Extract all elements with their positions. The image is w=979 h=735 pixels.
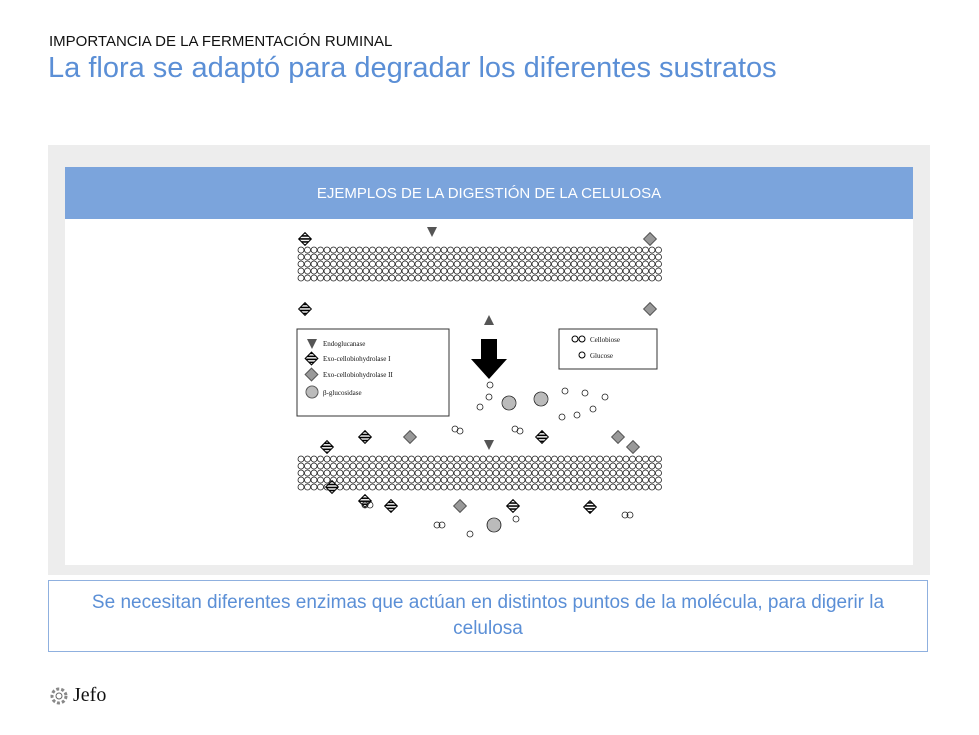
cellobiose-icon <box>578 335 586 343</box>
exo-cellobiohydrolase-1-icon <box>582 499 598 515</box>
cellulose-digestion-diagram: Endoglucanase Exo-cellobiohydrolase I Ex… <box>296 227 662 538</box>
endoglucanase-icon <box>427 227 437 237</box>
exo-cellobiohydrolase-2-icon <box>452 498 468 514</box>
exo-cellobiohydrolase-1-icon <box>357 429 373 445</box>
exo-cellobiohydrolase-1-icon <box>319 439 335 455</box>
exo-cellobiohydrolase-2-icon <box>610 429 626 445</box>
caption-text: Se necesitan diferentes enzimas que actú… <box>91 592 885 639</box>
beta-glucosidase-icon <box>305 385 319 399</box>
legend-exo-1: Exo-cellobiohydrolase I <box>323 355 391 363</box>
beta-glucosidase-icon <box>533 391 549 407</box>
panel-heading: EJEMPLOS DE LA DIGESTIÓN DE LA CELULOSA <box>65 167 913 219</box>
exo-cellobiohydrolase-2-icon <box>402 429 418 445</box>
diagram-panel: EJEMPLOS DE LA DIGESTIÓN DE LA CELULOSA … <box>48 145 930 575</box>
logo-text: Jefo <box>73 684 107 706</box>
exo-cellobiohydrolase-1-icon <box>357 493 373 509</box>
exo-cellobiohydrolase-1-icon <box>383 498 399 514</box>
beta-glucosidase-icon <box>501 395 517 411</box>
slide-title: La flora se adaptó para degradar los dif… <box>48 52 777 84</box>
legend-glucose: Glucose <box>590 352 613 360</box>
legend-exo-2: Exo-cellobiohydrolase II <box>323 371 393 379</box>
exo-cellobiohydrolase-1-icon <box>324 479 340 495</box>
section-kicker: IMPORTANCIA DE LA FERMENTACIÓN RUMINAL <box>49 33 393 50</box>
exo-cellobiohydrolase-1-icon <box>304 351 319 366</box>
legend-cellobiose: Cellobiose <box>590 336 620 344</box>
endoglucanase-icon <box>484 315 494 325</box>
jefo-logo: Jefo <box>48 684 106 707</box>
glucose-icon <box>578 351 586 359</box>
enzyme-legend <box>296 328 450 417</box>
exo-cellobiohydrolase-1-icon <box>505 498 521 514</box>
exo-cellobiohydrolase-2-icon <box>642 231 658 247</box>
exo-cellobiohydrolase-1-icon <box>297 231 313 247</box>
exo-cellobiohydrolase-2-icon <box>642 301 658 317</box>
legend-beta-glucosidase: β-glucosidase <box>323 389 362 397</box>
diagram-card: EJEMPLOS DE LA DIGESTIÓN DE LA CELULOSA … <box>65 167 913 565</box>
legend-endoglucanase: Endoglucanase <box>323 340 365 348</box>
exo-cellobiohydrolase-1-icon <box>297 301 313 317</box>
endoglucanase-icon <box>307 339 317 349</box>
exo-cellobiohydrolase-2-icon <box>304 367 319 382</box>
caption-box: Se necesitan diferentes enzimas que actú… <box>48 580 928 652</box>
endoglucanase-icon <box>484 440 494 450</box>
exo-cellobiohydrolase-2-icon <box>625 439 641 455</box>
product-legend <box>558 328 658 370</box>
down-arrow-icon <box>471 339 507 379</box>
logo-emblem-icon <box>50 687 68 704</box>
exo-cellobiohydrolase-1-icon <box>534 429 550 445</box>
beta-glucosidase-icon <box>486 517 502 533</box>
